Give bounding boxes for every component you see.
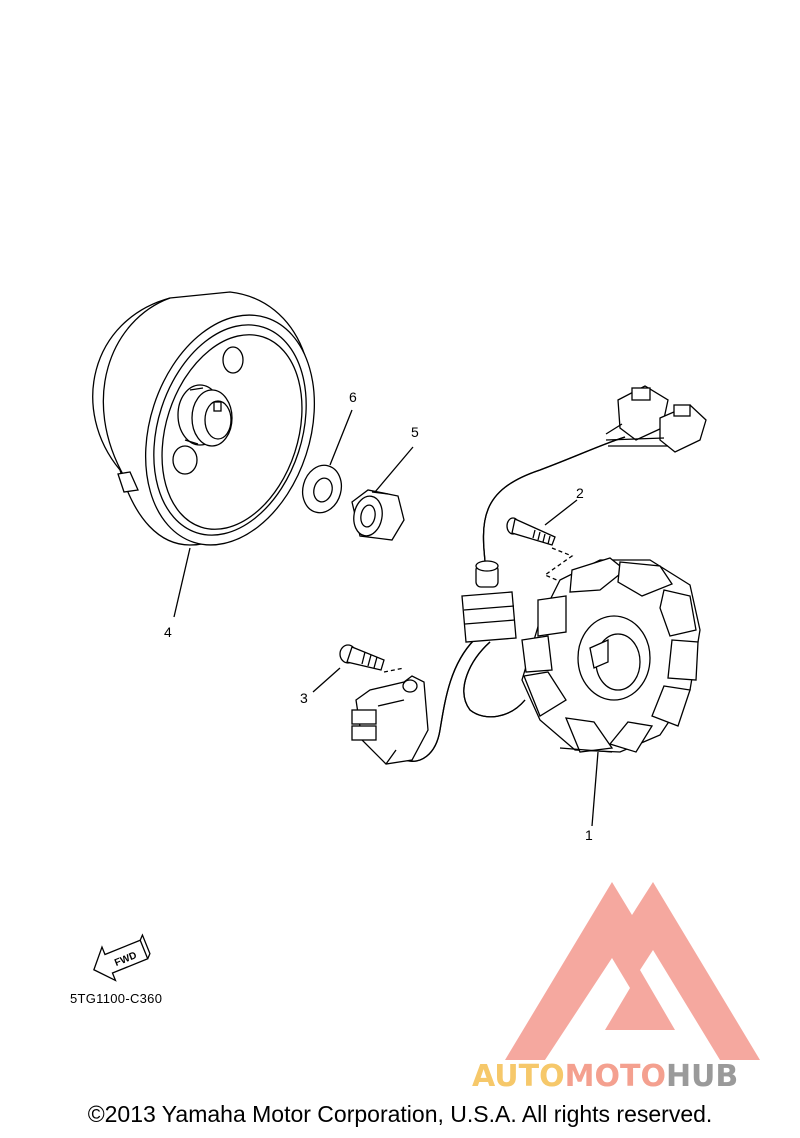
bolt-2[interactable] <box>506 517 556 546</box>
watermark-text: AUTOMOTOHUB <box>472 1059 738 1094</box>
callout-1: 1 <box>585 827 593 843</box>
diagram-code: 5TG1100-C360 <box>70 991 163 1006</box>
bolt-2-alignment-line <box>543 547 574 585</box>
fwd-direction-arrow: FWD <box>93 933 151 982</box>
callout-4: 4 <box>164 624 172 640</box>
leader-line-1 <box>591 751 599 827</box>
pickup-coil[interactable] <box>351 675 429 765</box>
stator-assembly[interactable] <box>521 557 701 753</box>
washer[interactable] <box>297 461 346 517</box>
bolt-3[interactable] <box>339 644 385 671</box>
rotor-flywheel[interactable] <box>92 291 343 567</box>
leader-line-6 <box>329 409 353 466</box>
leader-line-5 <box>374 446 414 493</box>
bolt-3-alignment-line <box>383 667 405 673</box>
leader-line-2 <box>544 499 578 526</box>
wire-harness[interactable] <box>404 385 707 762</box>
callout-3: 3 <box>300 690 308 706</box>
flange-nut[interactable] <box>351 489 405 541</box>
leader-line-3 <box>312 667 341 693</box>
callout-6: 6 <box>349 389 357 405</box>
watermark-logo <box>505 882 760 1060</box>
callout-2: 2 <box>576 485 584 501</box>
copyright-notice: ©2013 Yamaha Motor Corporation, U.S.A. A… <box>87 1101 713 1127</box>
callout-5: 5 <box>411 424 419 440</box>
leader-line-4 <box>173 547 191 618</box>
